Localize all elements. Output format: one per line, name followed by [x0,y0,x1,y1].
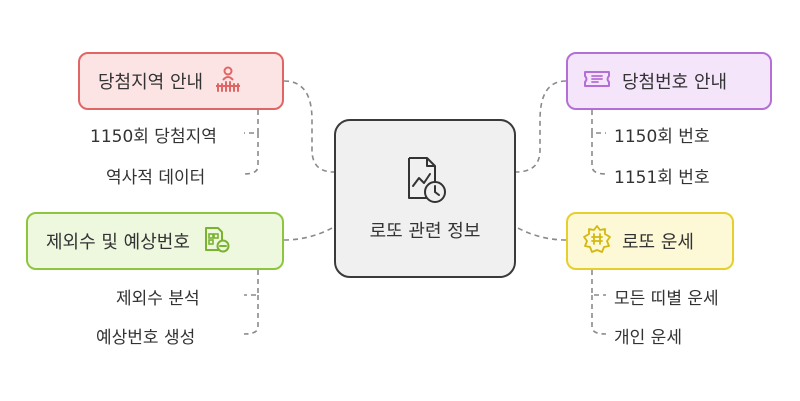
connector-tr-leaf-2 [591,133,607,175]
connector-tl-leaf-1 [244,110,259,134]
chart-document-clock-icon [397,152,453,212]
connector-bottom-right [515,226,567,241]
leaf-1151-numbers[interactable]: 1151회 번호 [614,168,710,188]
connector-bottom-left [283,226,335,241]
branch-exclusion-prediction[interactable]: 제외수 및 예상번호 [26,212,284,270]
leaf-exclusion-analysis[interactable]: 제외수 분석 [116,289,200,309]
connector-tl-leaf-2 [243,133,259,175]
leaf-historical-data[interactable]: 역사적 데이터 [106,168,206,188]
ticket-icon [582,64,612,99]
branch-winning-numbers[interactable]: 당첨번호 안내 [566,52,772,110]
branch-label: 당첨지역 안내 [98,72,204,93]
sim-card-minus-icon [200,224,230,259]
leaf-prediction-generation[interactable]: 예상번호 생성 [96,328,196,348]
people-location-icon [213,64,243,99]
center-label: 로또 관련 정보 [369,221,481,242]
connector-br-leaf-1 [591,270,606,296]
center-node[interactable]: 로또 관련 정보 [334,119,516,278]
connector-br-leaf-2 [591,295,607,335]
leaf-zodiac-fortune[interactable]: 모든 띠별 운세 [614,289,719,309]
connector-top-left [283,80,335,173]
connector-tr-leaf-1 [591,110,606,134]
branch-winning-region[interactable]: 당첨지역 안내 [78,52,284,110]
branch-lotto-fortune[interactable]: 로또 운세 [566,212,734,270]
branch-label: 로또 운세 [622,232,694,253]
leaf-personal-fortune[interactable]: 개인 운세 [614,328,682,348]
branch-label: 제외수 및 예상번호 [46,232,190,253]
connector-top-right [515,80,567,173]
leaf-1150-winning-region[interactable]: 1150회 당첨지역 [90,127,217,147]
connector-bl-leaf-2 [243,295,259,335]
branch-label: 당첨번호 안내 [622,72,728,93]
leaf-1150-numbers[interactable]: 1150회 번호 [614,127,710,147]
connector-bl-leaf-1 [244,270,259,296]
sun-badge-icon [582,224,612,259]
